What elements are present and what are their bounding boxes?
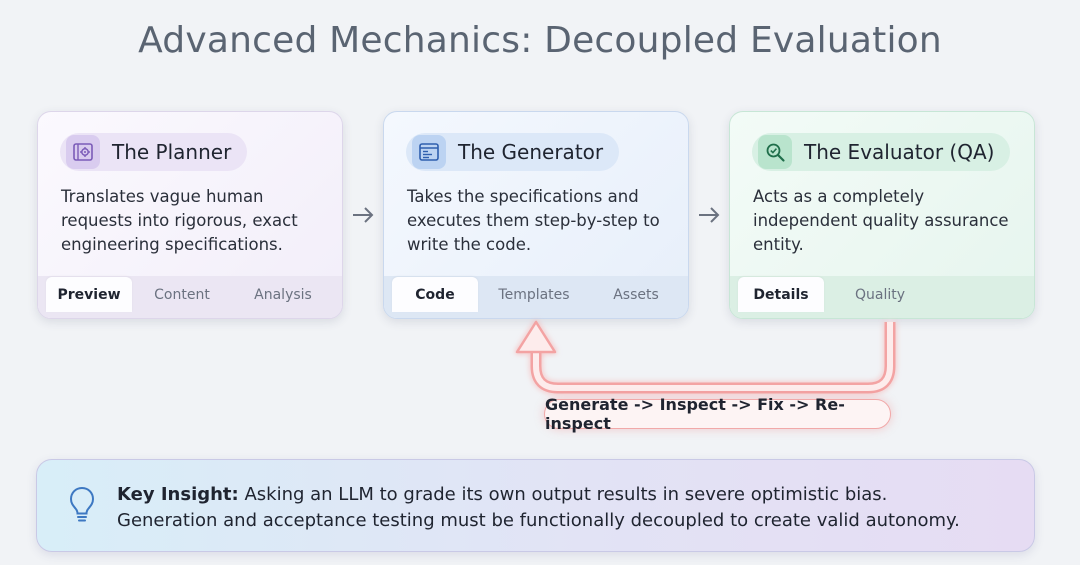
tab-assets[interactable]: Assets (613, 286, 659, 303)
planner-title: The Planner (112, 140, 232, 164)
generator-description: Takes the specifications and executes th… (407, 187, 660, 254)
right-arrow-icon (353, 207, 374, 223)
tab-content[interactable]: Content (154, 286, 210, 303)
key-insight-box: Key Insight: Asking an LLM to grade its … (36, 459, 1035, 552)
page-title: Advanced Mechanics: Decoupled Evaluation (138, 20, 942, 61)
tab-analysis[interactable]: Analysis (254, 286, 312, 303)
code-window-icon (412, 135, 446, 169)
planner-card: The Planner Translates vague human reque… (37, 111, 343, 319)
planner-description: Translates vague human requests into rig… (61, 187, 298, 254)
feedback-loop-label: Generate -> Inspect -> Fix -> Re-inspect (544, 395, 891, 433)
key-insight-text: Key Insight: Asking an LLM to grade its … (117, 482, 1017, 534)
key-insight-lead: Key Insight: (117, 484, 239, 505)
planner-tabs: Preview Content Analysis (38, 276, 342, 318)
planner-header: The Planner (60, 133, 248, 171)
generator-header: The Generator (406, 133, 620, 171)
magnifier-check-icon (758, 135, 792, 169)
generator-title: The Generator (458, 140, 604, 164)
tab-code[interactable]: Code (392, 277, 478, 312)
tab-templates[interactable]: Templates (498, 286, 570, 303)
generator-card: The Generator Takes the specifications a… (383, 111, 689, 319)
right-arrow-icon (699, 207, 720, 223)
tab-details[interactable]: Details (738, 277, 824, 312)
key-insight-line2: Generation and acceptance testing must b… (117, 510, 960, 531)
tab-quality[interactable]: Quality (854, 286, 906, 303)
evaluator-header: The Evaluator (QA) (752, 133, 1011, 171)
evaluator-card: The Evaluator (QA) Acts as a completely … (729, 111, 1035, 319)
key-insight-line1: Asking an LLM to grade its own output re… (238, 484, 888, 505)
tab-preview[interactable]: Preview (46, 277, 132, 312)
evaluator-description: Acts as a completely independent quality… (753, 187, 1009, 254)
blueprint-gear-icon (66, 135, 100, 169)
generator-tabs: Code Templates Assets (384, 276, 688, 318)
evaluator-tabs: Details Quality (730, 276, 1034, 318)
evaluator-title: The Evaluator (QA) (804, 140, 995, 164)
lightbulb-icon (69, 486, 95, 522)
